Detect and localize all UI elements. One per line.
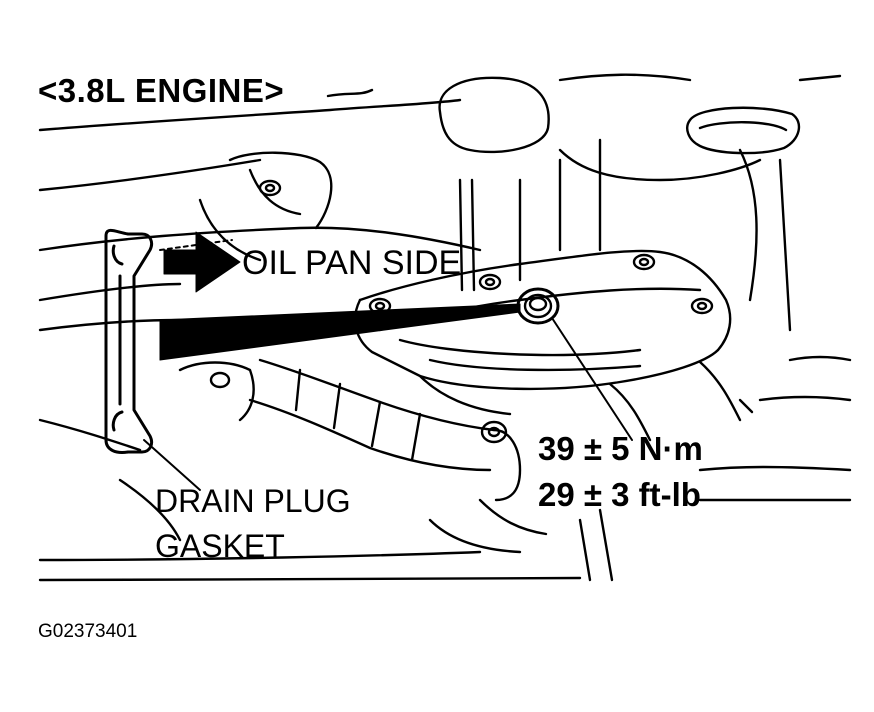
- upper-bracket: [198, 151, 333, 262]
- leader-lines: [143, 239, 633, 491]
- figure-code: G02373401: [38, 621, 138, 642]
- oil-pan-side-arrow: [163, 231, 241, 293]
- oil-pan-side-label: OIL PAN SIDE: [242, 244, 462, 282]
- engine-title: <3.8L ENGINE>: [38, 72, 285, 109]
- gasket-label: GASKET: [155, 528, 285, 564]
- torque-leader-line: [551, 317, 633, 441]
- gasket-wedge-leader: [159, 303, 521, 361]
- drain-plug-label: DRAIN PLUG: [155, 483, 351, 519]
- exhaust-pipe: [118, 358, 548, 554]
- oil-pan-side-dashed-leader: [159, 239, 233, 251]
- torque-ftlb-label: 29 ± 3 ft-lb: [538, 476, 701, 513]
- drain-plug-leader-line: [143, 439, 201, 491]
- torque-nm-label: 39 ± 5 N·m: [538, 430, 703, 467]
- gasket-part: [104, 228, 154, 454]
